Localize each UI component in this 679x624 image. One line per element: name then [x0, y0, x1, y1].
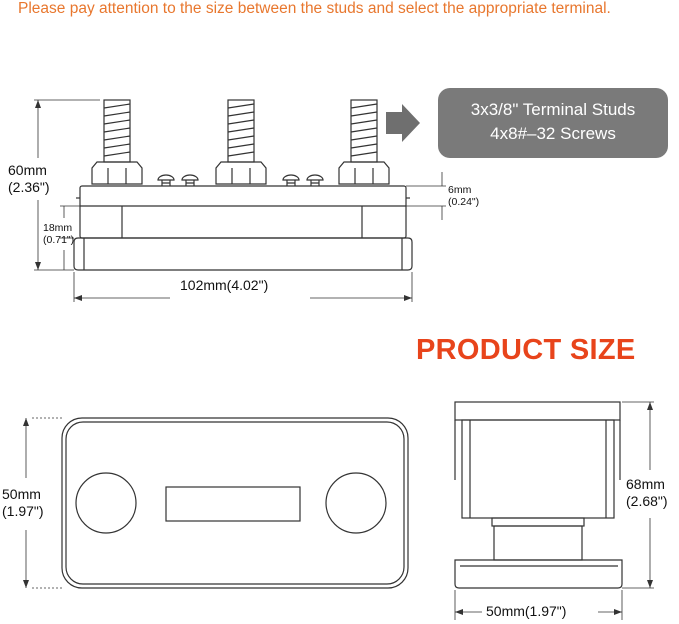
side-dimensions [34, 99, 446, 302]
stud-right [338, 99, 390, 185]
stud-left [91, 99, 143, 185]
callout-box: 3x3/8" Terminal Studs 4x8#–32 Screws [438, 88, 668, 158]
side-view-drawing [73, 185, 413, 271]
screws [157, 174, 324, 186]
base-height-in: (0.71") [43, 234, 75, 246]
top-view-drawing [25, 417, 409, 589]
section-title: PRODUCT SIZE [416, 334, 636, 366]
top-width-label: 50mm (1.97") [2, 486, 44, 520]
end-height-in: (2.68") [626, 493, 668, 509]
side-length-label: 102mm(4.02") [180, 277, 269, 293]
end-height-label: 68mm (2.68") [626, 476, 668, 510]
arrow-icon [386, 104, 420, 142]
base-height-mm: 18mm [43, 222, 73, 234]
header-note: Please pay attention to the size between… [18, 0, 611, 17]
side-cover [79, 185, 407, 239]
base-height-label: 18mm (0.71") [43, 222, 74, 246]
end-width-label: 50mm(1.97") [486, 603, 567, 619]
cover-height-label: 6mm (0.24") [448, 184, 479, 208]
end-height-mm: 68mm [626, 476, 665, 492]
side-height-label: 60mm (2.36") [8, 162, 50, 196]
end-view-drawing [454, 401, 654, 620]
callout-line2: 4x8#–32 Screws [490, 124, 616, 143]
top-width-in: (1.97") [2, 503, 44, 519]
top-width-mm: 50mm [2, 486, 41, 502]
cover-height-in: (0.24") [448, 196, 480, 208]
side-height-mm: 60mm [8, 162, 47, 178]
stud-middle [215, 99, 267, 185]
callout-line1: 3x3/8" Terminal Studs [470, 100, 636, 119]
cover-height-mm: 6mm [448, 184, 472, 196]
side-height-in: (2.36") [8, 179, 50, 195]
side-base [73, 237, 413, 271]
